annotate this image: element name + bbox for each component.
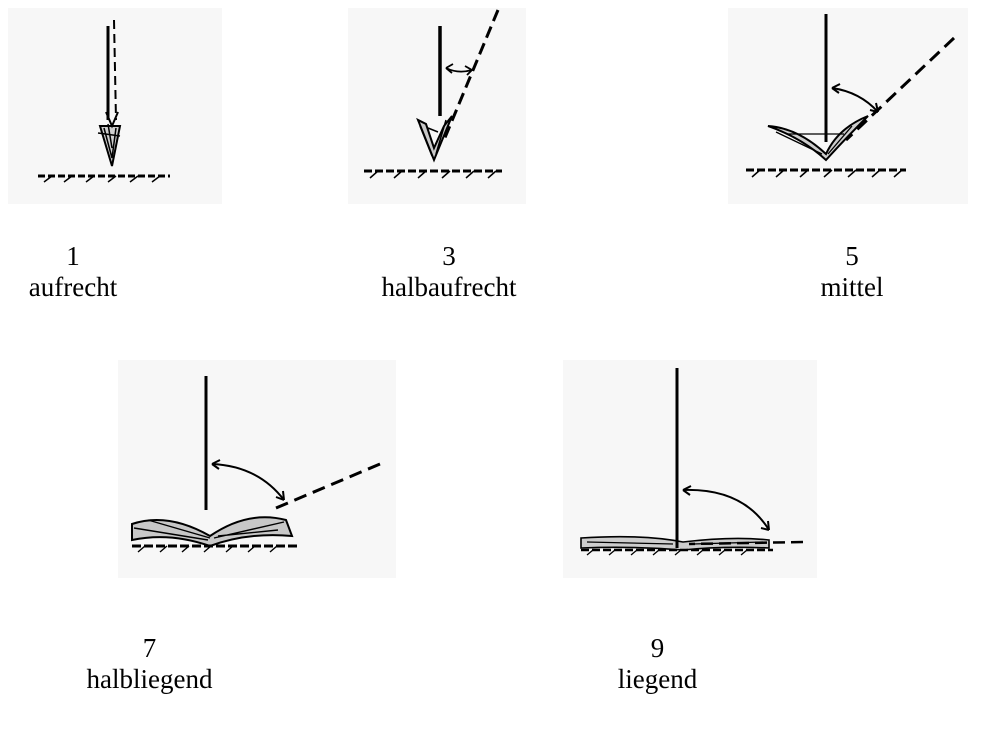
- growth-habit-illustration-halbaufrecht: [364, 9, 502, 179]
- habit-score-number: 5: [845, 241, 859, 271]
- habit-label: halbaufrecht: [381, 272, 517, 302]
- growth-habit-illustration-liegend: [580, 368, 804, 556]
- diagram-panel-halbaufrecht: [348, 8, 526, 204]
- growth-habit-illustration-mittel: [746, 14, 956, 178]
- habit-score-number: 9: [650, 633, 665, 663]
- habit-label: liegend: [617, 664, 698, 694]
- diagram-panel-aufrecht: [8, 8, 222, 204]
- caption-aufrecht: 1 aufrecht: [18, 241, 128, 303]
- caption-halbliegend: 7 halbliegend: [62, 633, 237, 695]
- diagram-panel-mittel: [728, 8, 968, 204]
- habit-score-number: 1: [66, 241, 80, 271]
- growth-habit-illustration-halbliegend: [131, 376, 381, 553]
- caption-halbaufrecht: 3 halbaufrecht: [364, 241, 534, 303]
- diagram-panel-liegend: [563, 360, 817, 578]
- caption-liegend: 9 liegend: [600, 633, 715, 695]
- growth-habit-illustration-aufrecht: [38, 19, 170, 183]
- diagram-panel-halbliegend: [118, 360, 396, 578]
- habit-score-number: 7: [142, 633, 157, 663]
- habit-label: halbliegend: [86, 664, 213, 694]
- habit-label: mittel: [820, 272, 884, 302]
- habit-score-number: 3: [442, 241, 456, 271]
- habit-label: aufrecht: [28, 272, 118, 302]
- caption-mittel: 5 mittel: [802, 241, 902, 303]
